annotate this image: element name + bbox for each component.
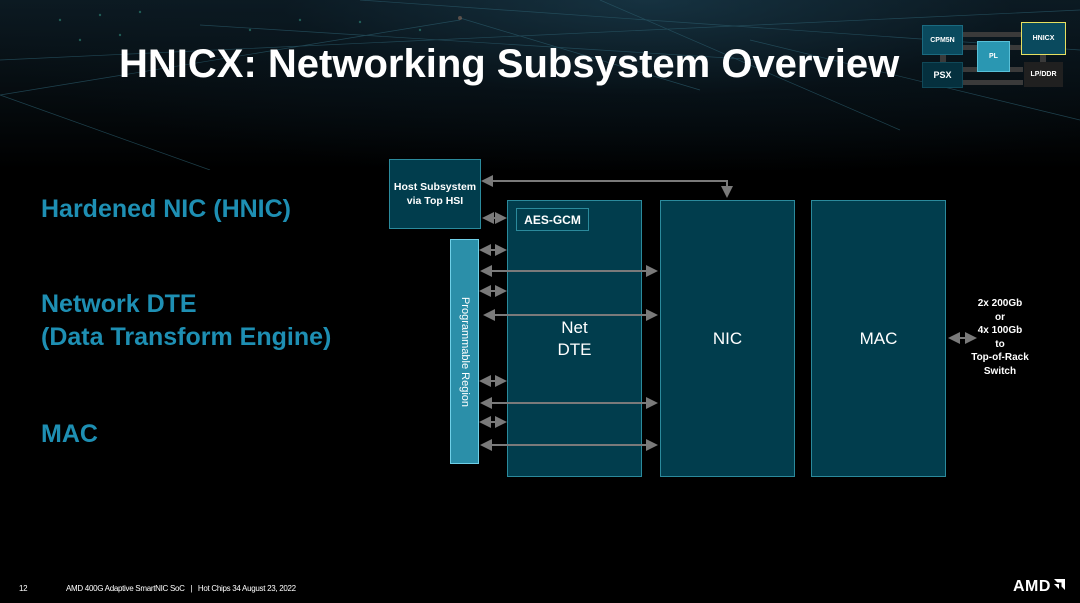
label-hardened-nic: Hardened NIC (HNIC) — [41, 195, 292, 223]
arrow-host-to-nic — [481, 175, 733, 198]
mini-block-pl: PL — [977, 41, 1010, 72]
host-subsystem-label-line2: via Top HSI — [406, 195, 464, 207]
mini-block-hnicx-highlighted: HNICX — [1021, 22, 1066, 55]
programmable-region-block: Programmable Region — [450, 239, 479, 464]
mac-block: MAC — [811, 200, 946, 477]
port-line: or — [995, 311, 1005, 323]
label-network-dte: Network DTE — [41, 290, 197, 318]
net-dte-label-line2: DTE — [557, 339, 592, 359]
port-line: Switch — [983, 365, 1017, 377]
port-line: Top-of-Rack — [971, 352, 1029, 363]
aes-gcm-block: AES-GCM — [516, 208, 589, 231]
mini-map-connector — [1040, 55, 1046, 63]
programmable-region-label: Programmable Region — [458, 296, 471, 407]
mini-block-lpddr: LP/DDR — [1024, 62, 1063, 87]
page-number: 12 — [19, 584, 28, 593]
label-mac: MAC — [41, 420, 98, 448]
amd-logo-text: AMD — [1013, 578, 1051, 595]
host-subsystem-block: Host Subsystem via Top HSI — [389, 159, 481, 229]
mini-map-connector — [963, 80, 1023, 85]
mini-block-cpm5n: CPM5N — [922, 25, 963, 55]
net-dte-label-line1: Net — [561, 317, 588, 337]
port-line: 4x 100Gb — [977, 325, 1023, 336]
port-line: 2x 200Gb — [977, 298, 1023, 309]
host-subsystem-label-line1: Host Subsystem — [393, 181, 477, 193]
background-network-lines — [0, 0, 1080, 170]
label-data-transform-engine: (Data Transform Engine) — [41, 323, 332, 351]
amd-logo: AMD — [1013, 578, 1065, 596]
amd-arrow-icon — [1053, 579, 1065, 590]
net-dte-block: Net DTE — [507, 200, 642, 477]
background-network-graphic — [0, 0, 1080, 170]
mini-block-psx: PSX — [922, 62, 963, 88]
port-line: to — [995, 338, 1005, 350]
nic-block: NIC — [660, 200, 795, 477]
mini-map-connector — [963, 32, 1023, 37]
slide-title: HNICX: Networking Subsystem Overview — [119, 42, 900, 86]
port-description: 2x 200Gb or 4x 100Gb to Top-of-Rack Swit… — [966, 297, 1034, 378]
footer-text: AMD 400G Adaptive SmartNIC SoC | Hot Chi… — [66, 584, 296, 593]
mini-map-connector — [940, 55, 946, 63]
